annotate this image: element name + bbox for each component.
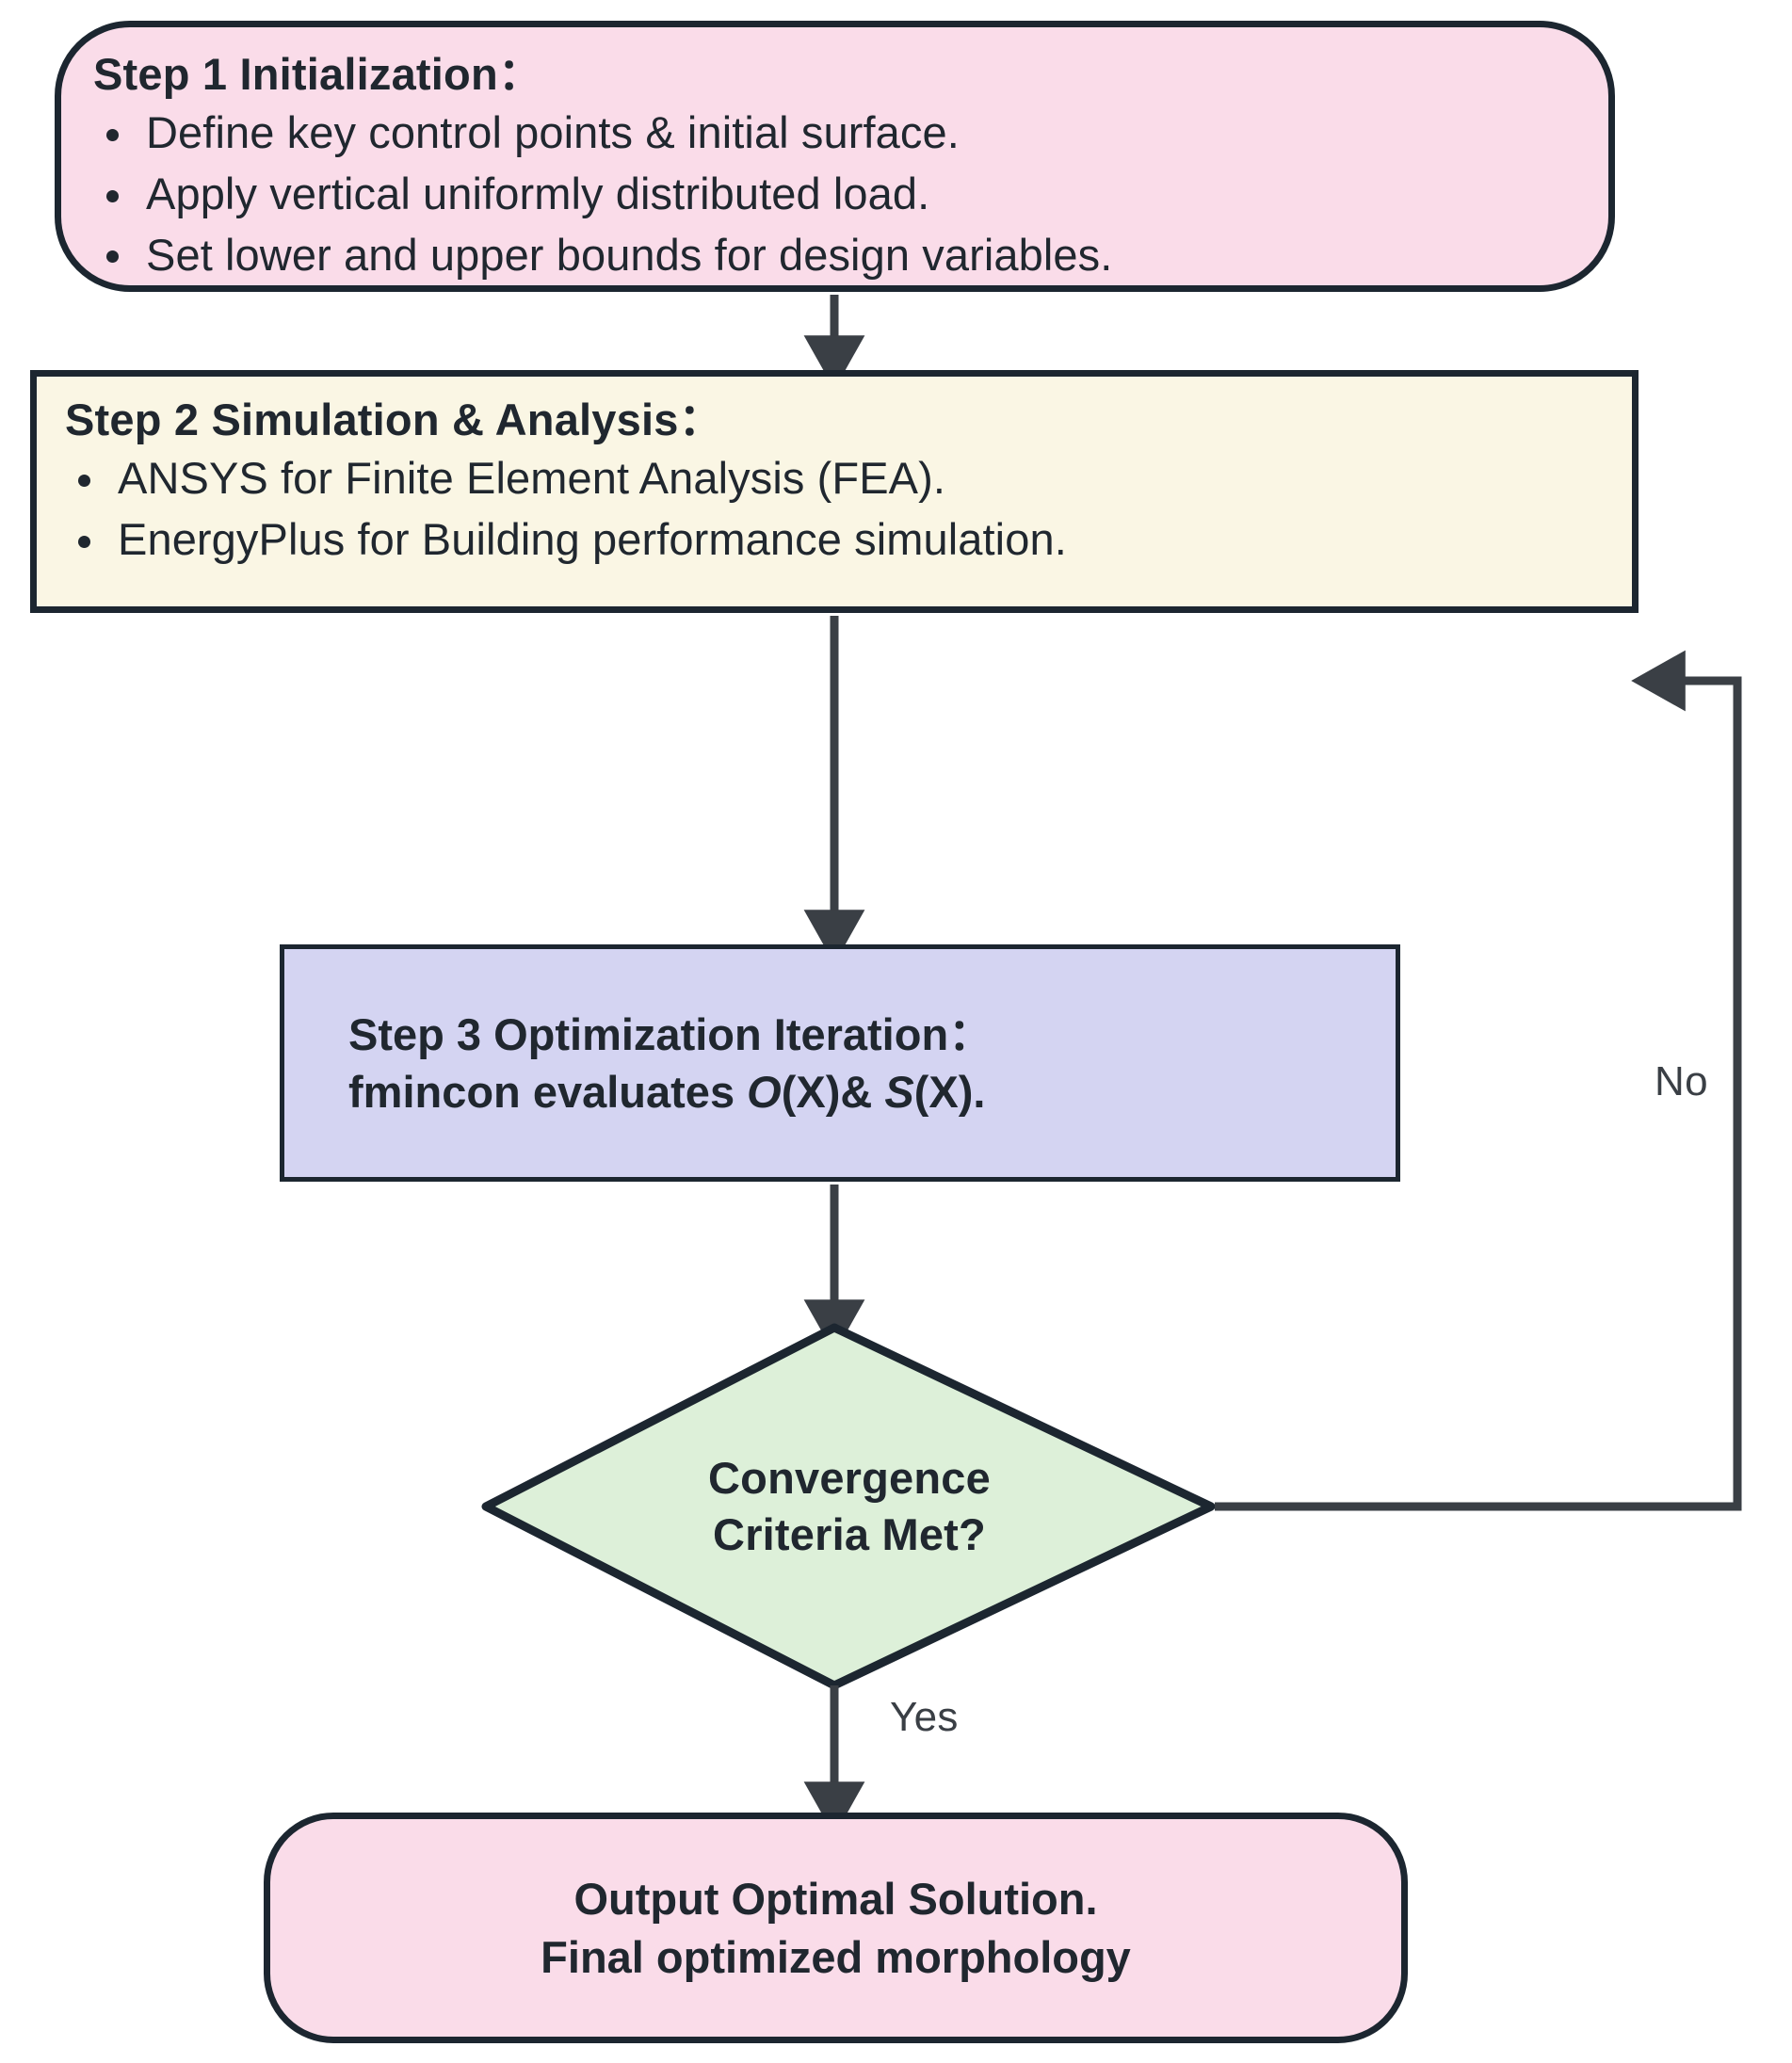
- output-line-2: Final optimized morphology: [541, 1931, 1131, 1982]
- step2-simulation-analysis-node[interactable]: Step 2 Simulation & Analysis： ANSYS for …: [30, 370, 1639, 613]
- step1-bullet-3: Set lower and upper bounds for design va…: [146, 229, 1113, 280]
- step2-bullet-2: EnergyPlus for Building performance simu…: [118, 514, 1067, 565]
- list-item: Apply vertical uniformly distributed loa…: [93, 167, 1576, 222]
- step3-line-1: Step 3 Optimization Iteration：: [348, 1008, 993, 1059]
- step1-bullet-1: Define key control points & initial surf…: [146, 107, 960, 158]
- decision-convergence-node[interactable]: Convergence Criteria Met?: [482, 1323, 1217, 1690]
- list-item: EnergyPlus for Building performance simu…: [65, 512, 1604, 568]
- decision-line-2: Criteria Met?: [713, 1509, 986, 1559]
- list-item: Define key control points & initial surf…: [93, 105, 1576, 161]
- bullet-dot-icon: [106, 250, 119, 264]
- bullet-dot-icon: [78, 535, 90, 548]
- decision-label-group: Convergence Criteria Met?: [482, 1323, 1217, 1690]
- step1-bullet-list: Define key control points & initial surf…: [93, 105, 1576, 282]
- list-item: ANSYS for Finite Element Analysis (FEA).: [65, 451, 1604, 507]
- step3-line-2: fmincon evaluates O(X)& S(X).: [348, 1063, 1396, 1120]
- output-optimal-solution-node[interactable]: Output Optimal Solution. Final optimized…: [264, 1813, 1408, 2043]
- edge-label-no: No: [1655, 1058, 1708, 1104]
- bullet-dot-icon: [106, 189, 119, 202]
- step3-structural-symbol: S: [884, 1067, 914, 1117]
- output-line-1: Output Optimal Solution.: [573, 1874, 1098, 1925]
- step3-optimization-iteration-node[interactable]: Step 3 Optimization Iteration： fmincon e…: [280, 944, 1400, 1182]
- step1-title: Step 1 Initialization：: [93, 49, 543, 99]
- step2-title: Step 2 Simulation & Analysis：: [65, 395, 723, 444]
- edge-label-yes: Yes: [890, 1694, 959, 1740]
- step3-structural-arg: (X).: [913, 1067, 986, 1117]
- bullet-dot-icon: [106, 128, 119, 141]
- step3-objective-symbol: O: [747, 1067, 782, 1117]
- step3-fmincon-text: fmincon evaluates: [348, 1067, 748, 1117]
- step1-bullet-2: Apply vertical uniformly distributed loa…: [146, 169, 930, 219]
- list-item: Set lower and upper bounds for design va…: [93, 228, 1576, 283]
- step3-objective-arg: (X)&: [781, 1067, 885, 1117]
- step2-bullet-list: ANSYS for Finite Element Analysis (FEA).…: [65, 451, 1604, 568]
- decision-line-1: Convergence: [708, 1452, 991, 1503]
- step1-initialization-node[interactable]: Step 1 Initialization： Define key contro…: [55, 21, 1615, 292]
- step2-bullet-1: ANSYS for Finite Element Analysis (FEA).: [118, 453, 946, 504]
- bullet-dot-icon: [78, 474, 90, 487]
